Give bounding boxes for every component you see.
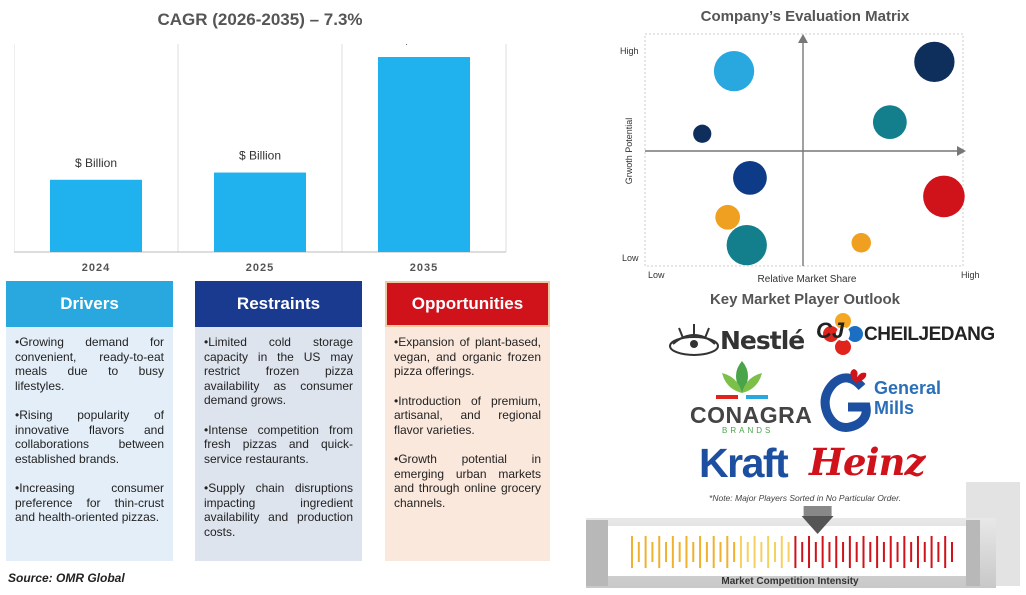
competition-label: Market Competition Intensity bbox=[721, 576, 859, 587]
opportunities-list: •Expansion of plant-based, vegan, and or… bbox=[385, 327, 550, 561]
meter-right-cap bbox=[966, 520, 980, 586]
drivers-heading: Drivers bbox=[6, 281, 173, 327]
cagr-data-label: $ Billion bbox=[403, 44, 445, 47]
meter-left-cap bbox=[586, 520, 608, 586]
x-tick-high: High bbox=[961, 270, 980, 280]
restraints-panel: Restraints •Limited cold storage capacit… bbox=[195, 281, 362, 561]
matrix-bubble bbox=[713, 50, 755, 92]
key-players-title: Key Market Player Outlook bbox=[709, 291, 901, 308]
meter-ticks bbox=[631, 536, 953, 568]
y-tick-low: Low bbox=[622, 253, 639, 263]
driver-item: •Increasing consumer preference for thin… bbox=[15, 481, 164, 524]
restraint-item: •Intense competition from fresh pizzas a… bbox=[204, 422, 353, 466]
matrix-x-label: Relative Market Share bbox=[758, 274, 857, 285]
source-note: Source: OMR Global bbox=[8, 571, 125, 585]
meter-pointer-icon bbox=[801, 506, 834, 534]
restraints-list: •Limited cold storage capacity in the US… bbox=[195, 327, 362, 561]
cagr-bars: $ Billion 2024 $ Billion 2025 $ Billion 2035 bbox=[50, 44, 470, 274]
cagr-bar bbox=[50, 179, 142, 252]
cagr-tick-label: 2035 bbox=[410, 262, 438, 274]
general-mills-logo-line1: General bbox=[874, 378, 942, 398]
general-mills-g-icon bbox=[820, 369, 871, 432]
driver-item: •Growing demand for convenient, ready-to… bbox=[15, 335, 164, 393]
cagr-data-label: $ Billion bbox=[239, 149, 281, 163]
kraft-logo: Kraft bbox=[699, 440, 789, 486]
cj-cheiljedang-logo: CHEILJEDANG bbox=[864, 324, 995, 345]
drivers-panel: Drivers •Growing demand for convenient, … bbox=[6, 281, 173, 561]
restraint-item: •Supply chain disruptions impacting ingr… bbox=[204, 481, 353, 539]
matrix-bubble bbox=[715, 204, 741, 230]
cj-mark: CJ bbox=[816, 318, 845, 343]
conagra-logo: CONAGRA bbox=[690, 402, 813, 428]
nestle-logo: Nestlé bbox=[720, 326, 805, 355]
matrix-bubble bbox=[923, 175, 965, 218]
matrix-bubble bbox=[726, 224, 767, 266]
restraints-heading: Restraints bbox=[195, 281, 362, 327]
restraint-item: •Limited cold storage capacity in the US… bbox=[204, 335, 353, 407]
matrix-bubble bbox=[693, 124, 712, 143]
x-tick-low: Low bbox=[648, 270, 665, 280]
competition-intensity-meter: Market Competition Intensity bbox=[586, 482, 1020, 588]
y-axis-arrow-icon bbox=[798, 34, 808, 43]
cagr-tick-label: 2025 bbox=[246, 262, 274, 274]
heinz-logo: Heinz bbox=[809, 440, 925, 484]
cagr-chart-title: CAGR (2026-2035) – 7.3% bbox=[157, 10, 363, 29]
cj-flower-icon bbox=[823, 313, 863, 355]
matrix-bubble bbox=[733, 160, 767, 195]
opportunity-item: •Introduction of premium, artisanal, and… bbox=[394, 393, 541, 437]
conagra-leaf-icon bbox=[716, 361, 768, 399]
meter-face bbox=[608, 526, 966, 576]
matrix-bubble bbox=[851, 233, 871, 253]
matrix-bubble bbox=[914, 41, 955, 82]
cagr-tick-label: 2024 bbox=[82, 262, 110, 274]
y-tick-high: High bbox=[620, 46, 639, 56]
cagr-bar-chart: $ Billion 2024 $ Billion 2025 $ Billion 2035 bbox=[14, 44, 507, 274]
evaluation-matrix: High Low Low High Relative Market Share … bbox=[620, 33, 980, 285]
matrix-bubble bbox=[872, 105, 907, 140]
opportunity-item: •Growth potential in emerging urban mark… bbox=[394, 452, 541, 510]
cagr-bar bbox=[378, 57, 470, 252]
conagra-brands-sub: BRANDS bbox=[722, 426, 774, 435]
matrix-title: Company’s Evaluation Matrix bbox=[700, 8, 910, 25]
opportunities-heading: Opportunities bbox=[385, 281, 550, 327]
matrix-frame bbox=[644, 33, 964, 267]
players-note: *Note: Major Players Sorted in No Partic… bbox=[709, 493, 901, 503]
general-mills-logo-line2: Mills bbox=[874, 398, 915, 418]
cagr-bar bbox=[214, 172, 306, 252]
driver-item: •Rising popularity of innovative flavors… bbox=[15, 408, 164, 466]
drivers-list: •Growing demand for convenient, ready-to… bbox=[6, 327, 173, 561]
opportunities-panel: Opportunities •Expansion of plant-based,… bbox=[385, 281, 550, 561]
matrix-y-label: Grwoth Potential bbox=[624, 118, 634, 185]
matrix-points bbox=[693, 41, 965, 266]
cagr-data-label: $ Billion bbox=[75, 156, 117, 170]
opportunity-item: •Expansion of plant-based, vegan, and or… bbox=[394, 335, 541, 378]
x-axis-arrow-icon bbox=[957, 146, 966, 156]
nestle-nest-icon bbox=[669, 324, 719, 356]
